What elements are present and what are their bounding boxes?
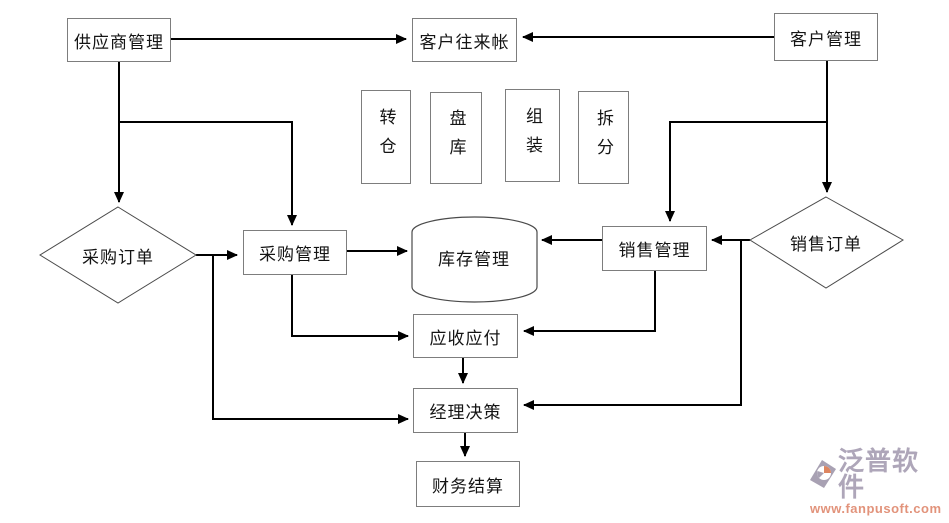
edge-customer-to-sales-mgmt — [665, 121, 827, 222]
node-customer-management: 客户管理 — [774, 13, 878, 61]
fanpu-logo-icon — [810, 460, 836, 488]
edge-supplier-to-purchase-mgmt — [119, 121, 297, 226]
node-manager-decision: 经理决策 — [413, 388, 518, 433]
node-stocktake: 盘库 — [430, 92, 482, 184]
edge-purchase-mgmt-to-receivable — [291, 275, 409, 341]
node-split: 拆分 — [578, 91, 629, 184]
node-purchase-management: 采购管理 — [243, 230, 347, 275]
fanpu-brand-text: 泛普软件 — [838, 446, 920, 502]
fanpu-watermark: 泛普软件 www.fanpusoft.com — [810, 448, 942, 516]
node-receivable-payable: 应收应付 — [413, 314, 518, 358]
purchase-order-diamond — [39, 206, 197, 304]
node-customer-ledger: 客户往来帐 — [412, 18, 517, 62]
node-supplier-management: 供应商管理 — [67, 18, 171, 62]
inventory-cylinder — [411, 216, 538, 303]
sales-order-diamond — [749, 196, 904, 289]
edge-sales-mgmt-to-receivable — [523, 271, 656, 336]
node-transfer-warehouse: 转仓 — [361, 90, 411, 184]
node-sales-management: 销售管理 — [602, 226, 707, 271]
node-assembly: 组装 — [505, 89, 560, 182]
edge-purchase-order-to-manager — [212, 255, 409, 424]
edge-sales-order-to-manager — [523, 240, 742, 410]
fanpu-url-text: www.fanpusoft.com — [810, 501, 942, 516]
node-financial-settlement: 财务结算 — [416, 461, 520, 507]
